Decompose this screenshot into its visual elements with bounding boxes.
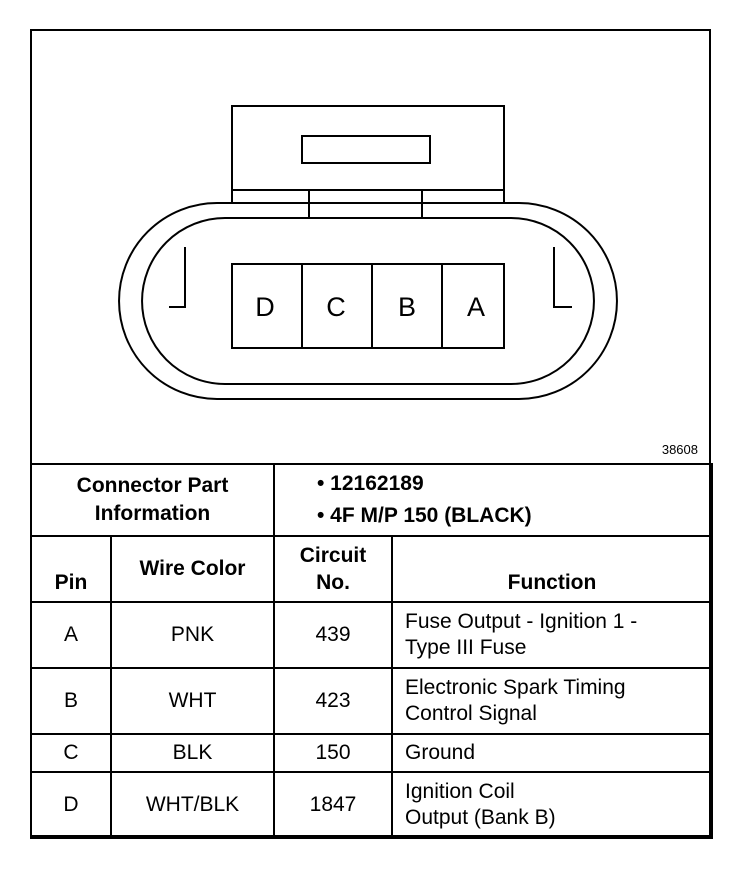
circuit-cell: 439 (273, 601, 393, 669)
cavity-label-d: D (255, 292, 275, 322)
table-row: D WHT/BLK 1847 Ignition Coil Output (Ban… (30, 771, 714, 839)
cavity-label-b: B (398, 292, 416, 322)
wire-color-cell: PNK (110, 601, 275, 669)
circuit-cell: 150 (273, 733, 393, 773)
part-number: • 12162189 (317, 472, 424, 495)
table-row: B WHT 423 Electronic Spark Timing Contro… (30, 667, 714, 735)
wire-color-cell: WHT/BLK (110, 771, 275, 839)
left-latch (169, 247, 186, 308)
cavity-label-a: A (467, 292, 485, 322)
circuit-cell: 1847 (273, 771, 393, 839)
header-circuit-no: Circuit No. (273, 535, 393, 603)
reference-number: 38608 (662, 442, 698, 457)
pin-cell: D (30, 771, 112, 839)
header-function: Function (390, 535, 714, 603)
header-pin: Pin (30, 535, 112, 603)
part-description: • 4F M/P 150 (BLACK) (317, 504, 532, 527)
tab-slot (301, 135, 431, 164)
function-cell: Fuse Output - Ignition 1 - Type III Fuse (390, 601, 714, 669)
part-info-label: Connector Part Information (30, 463, 275, 537)
table-row: C BLK 150 Ground (30, 733, 714, 773)
pin-cell: B (30, 667, 112, 735)
part-info-row: Connector Part Information • 12162189 • … (30, 463, 714, 537)
pinout-table: Connector Part Information • 12162189 • … (30, 463, 714, 839)
cavity-label-c: C (326, 292, 346, 322)
header-row: Pin Wire Color Circuit No. Function (30, 535, 714, 603)
wire-color-cell: BLK (110, 733, 275, 773)
table-row: A PNK 439 Fuse Output - Ignition 1 - Typ… (30, 601, 714, 669)
header-wire-color: Wire Color (110, 535, 275, 603)
wire-color-cell: WHT (110, 667, 275, 735)
part-info-value: • 12162189 • 4F M/P 150 (BLACK) (272, 463, 714, 537)
function-cell: Electronic Spark Timing Control Signal (390, 667, 714, 735)
cavity-block (231, 263, 505, 349)
pin-cell: C (30, 733, 112, 773)
pin-cell: A (30, 601, 112, 669)
function-cell: Ground (390, 733, 714, 773)
connector-frame: D C B A 38608 Connector Part Information… (30, 29, 714, 839)
connector-diagram: D C B A 38608 (32, 31, 709, 463)
function-cell: Ignition Coil Output (Bank B) (390, 771, 714, 839)
right-latch (553, 247, 572, 308)
connector-face-drawing: D C B A 38608 (118, 105, 698, 457)
circuit-cell: 423 (273, 667, 393, 735)
